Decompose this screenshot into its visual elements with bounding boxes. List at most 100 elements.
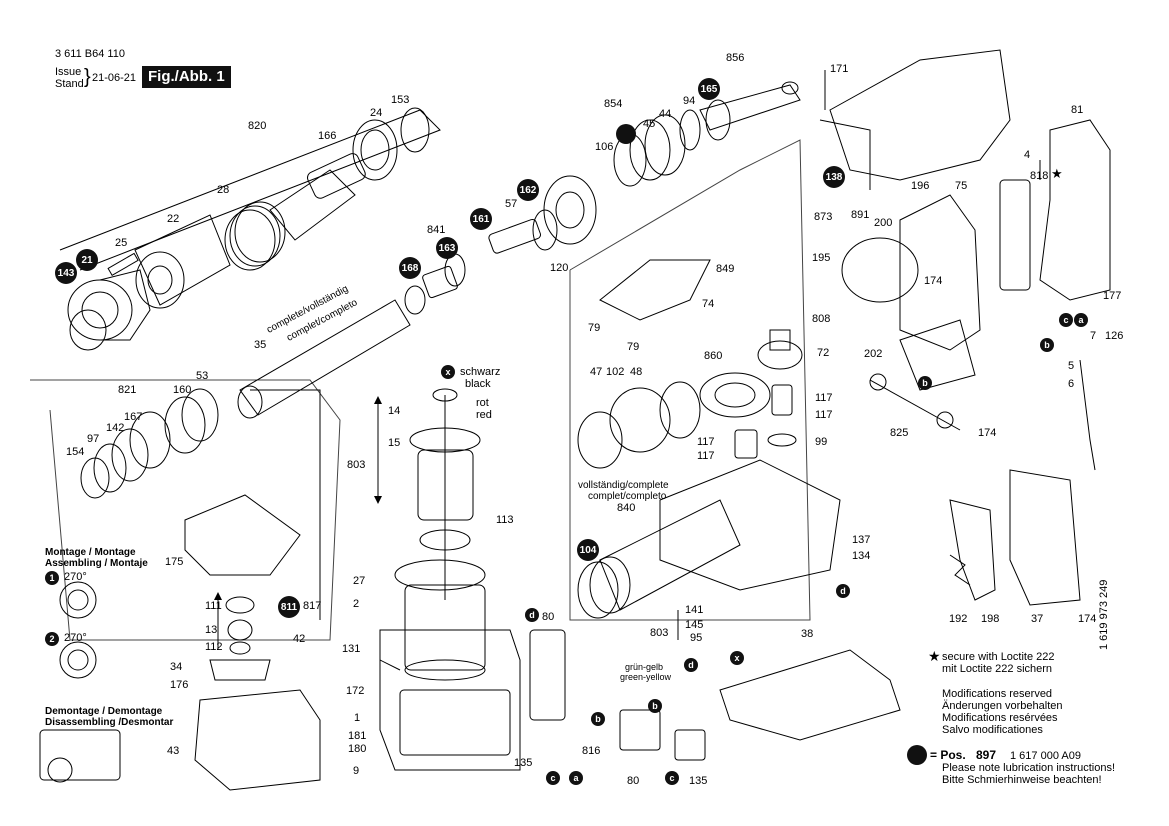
brace: } bbox=[84, 66, 91, 88]
star-icon: ★ bbox=[928, 648, 941, 664]
guide-161 bbox=[488, 218, 541, 254]
callout: 177 bbox=[1103, 290, 1122, 302]
bracket-849 bbox=[599, 259, 711, 321]
callout: 135 bbox=[689, 775, 708, 787]
callout: 181 bbox=[348, 730, 367, 742]
callout: 126 bbox=[1105, 330, 1124, 342]
callout: 891 bbox=[851, 209, 870, 221]
callout: 198 bbox=[981, 613, 1000, 625]
callout: 154 bbox=[66, 446, 85, 458]
callout: 9 bbox=[353, 765, 360, 777]
callout: 873 bbox=[814, 211, 833, 223]
callout: 15 bbox=[388, 437, 401, 449]
hammer-tube-840 bbox=[589, 499, 741, 614]
armature-15 bbox=[409, 388, 481, 600]
callout: 79 bbox=[588, 322, 601, 334]
callout: 75 bbox=[955, 180, 968, 192]
callout-badge: 161 bbox=[470, 208, 492, 230]
callout: 28 bbox=[217, 184, 230, 196]
callout: 1 bbox=[354, 712, 361, 724]
callout-badge: 138 bbox=[823, 166, 845, 188]
hammer-tube-35 bbox=[237, 299, 411, 419]
piston-856 bbox=[699, 81, 801, 131]
disassembly-image bbox=[39, 729, 121, 783]
callout: 111 bbox=[205, 600, 222, 612]
spring-mount-step1 bbox=[59, 581, 97, 619]
bearing-13 bbox=[227, 619, 253, 641]
issue-label: Issue bbox=[55, 66, 82, 78]
bearing-111 bbox=[225, 596, 255, 614]
ring-94 bbox=[679, 109, 701, 151]
callout: 153 bbox=[391, 94, 410, 106]
letter-badge: c bbox=[665, 771, 679, 785]
callout: 102 bbox=[606, 366, 625, 378]
letter-badge: c bbox=[546, 771, 560, 785]
callout: 117 bbox=[697, 450, 715, 462]
callout: 99 bbox=[815, 436, 828, 448]
base-43 bbox=[194, 689, 321, 791]
mod-line-1: Modifications reserved bbox=[942, 688, 1053, 700]
ring-104 bbox=[577, 561, 619, 619]
brush-plate-42 bbox=[184, 494, 301, 576]
callout: 825 bbox=[890, 427, 909, 439]
callout: 166 bbox=[318, 130, 337, 142]
figure-label: Fig./Abb. 1 bbox=[142, 66, 231, 88]
letter-badge: x bbox=[730, 651, 744, 665]
callout: 38 bbox=[801, 628, 814, 640]
letter-badge: b bbox=[648, 699, 662, 713]
callout: 95 bbox=[690, 632, 703, 644]
callout: 180 bbox=[348, 743, 367, 755]
wire-red: red bbox=[476, 409, 492, 421]
callout: 120 bbox=[550, 262, 569, 274]
washer-99 bbox=[767, 433, 797, 447]
callout: 37 bbox=[1031, 613, 1044, 625]
callout: 4 bbox=[1024, 149, 1031, 161]
callout: 117 bbox=[815, 409, 833, 421]
switch-4 bbox=[999, 179, 1031, 291]
callout: 160 bbox=[173, 384, 192, 396]
lubrication-dot bbox=[616, 124, 636, 144]
callout: 13 bbox=[205, 624, 218, 636]
callout: 840 bbox=[617, 502, 636, 514]
callout: 803 bbox=[650, 627, 669, 639]
callout: 196 bbox=[911, 180, 930, 192]
letter-badge: a bbox=[1074, 313, 1088, 327]
callout: 202 bbox=[864, 348, 883, 360]
step2-badge: 2 bbox=[45, 632, 59, 646]
callout: 117 bbox=[815, 392, 833, 404]
gruen-gelb-2: green-yellow bbox=[620, 672, 672, 682]
callout: 803 bbox=[347, 459, 366, 471]
callout: 57 bbox=[505, 198, 518, 210]
ring-142 bbox=[111, 428, 149, 482]
callout: 821 bbox=[118, 384, 137, 396]
letter-badge: d bbox=[836, 584, 850, 598]
callout: 14 bbox=[388, 405, 401, 417]
seal-ring-143 bbox=[69, 309, 107, 351]
callout-badge: 21 bbox=[76, 249, 98, 271]
bearing-24 bbox=[352, 119, 398, 181]
motor-cap-200 bbox=[841, 237, 919, 303]
callout: 5 bbox=[1068, 360, 1075, 372]
spring-mount-step2 bbox=[59, 641, 97, 679]
gear-housing bbox=[659, 459, 841, 591]
terminal-135b bbox=[674, 729, 706, 761]
wire-rot: rot bbox=[476, 397, 489, 409]
wire-black: black bbox=[465, 378, 491, 390]
letter-badge: b bbox=[1040, 338, 1054, 352]
callout: 171 bbox=[830, 63, 849, 75]
callout: 200 bbox=[874, 217, 893, 229]
cable-5-6 bbox=[1079, 359, 1096, 471]
mod-line-2: Änderungen vorbehalten bbox=[942, 700, 1063, 712]
pin-25 bbox=[107, 252, 139, 277]
callout: 849 bbox=[716, 263, 735, 275]
callout: 172 bbox=[346, 685, 365, 697]
side-housing-75 bbox=[899, 194, 981, 351]
loctite-line-1: secure with Loctite 222 bbox=[942, 651, 1055, 663]
ring-165 bbox=[705, 99, 731, 141]
callout-badge: 165 bbox=[698, 78, 720, 100]
callout: 134 bbox=[852, 550, 871, 562]
gear-860 bbox=[699, 372, 771, 418]
cap-202 bbox=[899, 319, 976, 391]
span-arrows bbox=[214, 396, 382, 600]
